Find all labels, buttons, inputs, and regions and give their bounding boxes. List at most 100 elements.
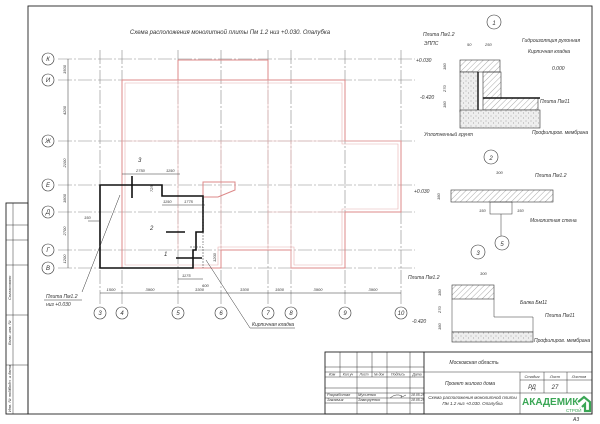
stamp-header: № док — [374, 373, 385, 377]
stamp-sheet: 27 — [551, 385, 559, 391]
logo-subtext: СТРОЙ — [566, 406, 582, 413]
column-axis-marker — [338, 306, 352, 320]
column-axis-label: 7 — [266, 311, 270, 317]
label-wall: Монолитная стена — [530, 218, 577, 224]
column-axis-label: 6 — [219, 311, 223, 317]
dim-270: 270 — [437, 306, 442, 314]
dim-600: 600 — [202, 283, 209, 288]
level-bottom: -0.420 — [420, 95, 434, 101]
label-beam: Балка Бм11 — [520, 300, 547, 306]
stamp-sheets-label: Листов — [571, 374, 587, 379]
side-inv-orig: Инв. № подл. — [7, 387, 12, 412]
stamp-header: Лист — [358, 373, 368, 377]
row-axis-marker — [41, 205, 55, 219]
detail-number: 1 — [492, 21, 495, 27]
dim-180: 180 — [442, 63, 447, 70]
detail-3: 3 300 Плита Пм1.2 180 270 180 Балка Бм11… — [408, 244, 590, 344]
row-axis-label: И — [46, 78, 51, 84]
row-dimension: 1200 — [62, 254, 67, 264]
stamp-sheet-title: Схема расположения монолитной плиты Пм 1… — [428, 395, 517, 406]
stamp-role: Заказчик — [327, 397, 345, 402]
row-axis-marker — [41, 134, 55, 148]
dim-2750: 2750 — [135, 168, 146, 173]
dim-150: 150 — [84, 215, 91, 220]
column-axis-marker — [214, 306, 228, 320]
drawing-title: Схема расположения монолитной плиты Пм 1… — [130, 29, 331, 36]
column-dimension: 3900 — [369, 287, 379, 292]
row-axis-marker — [41, 178, 55, 192]
stamp-header: Дата — [411, 373, 421, 377]
column-dimension: 1500 — [275, 287, 285, 292]
stamp-date: 18.05.25 — [411, 393, 425, 397]
detail-number: 2 — [488, 156, 493, 162]
callout-brick: Кирпичная кладка — [252, 322, 294, 328]
column-axis-marker — [171, 306, 185, 320]
column-axis-label: 9 — [343, 311, 347, 317]
dim-180: 180 — [437, 289, 442, 296]
level-0: 0.000 — [552, 66, 565, 72]
column-axis-label: 4 — [120, 311, 124, 317]
row-dimension: 1500 — [62, 64, 67, 74]
row-axis-label: Г — [46, 248, 50, 254]
dim-1150: 1150 — [163, 199, 172, 204]
dim-725: 725 — [149, 185, 154, 192]
row-dimension: 2700 — [62, 226, 67, 237]
dim-250: 250 — [484, 42, 492, 47]
side-sign-date: Подп. и дата — [7, 364, 12, 390]
column-axis-label: 10 — [398, 311, 405, 317]
detail-number-circle — [486, 14, 502, 30]
label-brick: Кирпичная кладка — [528, 49, 570, 55]
section-mark-1: 1 — [164, 252, 167, 258]
dim-300: 300 — [496, 170, 503, 175]
stamp-header: Подпись — [391, 373, 405, 377]
column-axis-marker — [261, 306, 275, 320]
label-waterproof: Гидроизоляция рулонная — [522, 38, 580, 44]
label-eps: ЭППС — [424, 41, 439, 47]
building-outline — [121, 59, 402, 269]
row-axis-label: Е — [46, 183, 51, 189]
column-dimension: 3900 — [146, 287, 156, 292]
row-axis-label: Ж — [44, 139, 51, 145]
stamp-project: Проект жилого дома — [445, 381, 495, 387]
callout-slab-level: низ +0.030 — [46, 302, 71, 308]
detail-2: 2 300 Плита Пм1.2 +0.030 180 150 150 Мон… — [414, 149, 577, 251]
column-dimension: 3300 — [195, 287, 205, 292]
row-axis-marker — [41, 261, 55, 275]
stamp-header: Кол.уч — [343, 373, 354, 377]
axis-label: 5 — [500, 242, 504, 248]
dim-150: 150 — [517, 208, 524, 213]
label-slab12: Плита Пм1.2 — [535, 173, 567, 179]
level: +0.030 — [414, 189, 430, 195]
level-top: +0.030 — [416, 58, 432, 64]
dim-180: 180 — [437, 323, 442, 330]
label-slab12: Плита Пм1.2 — [423, 32, 455, 38]
stamp-region: Московская область — [449, 360, 499, 366]
dim-270: 270 — [442, 85, 447, 93]
column-axis-marker — [284, 306, 298, 320]
slab-outline — [99, 184, 204, 269]
dim-180: 180 — [442, 101, 447, 108]
dim-300: 300 — [480, 271, 487, 276]
sheet-frame — [5, 5, 593, 415]
row-axis-label: Д — [45, 210, 51, 216]
callout-slab: Плита Пм1.2 — [46, 294, 78, 300]
section-mark-3: 3 — [138, 158, 142, 164]
row-dimension: 2100 — [62, 158, 67, 169]
dim-1775: 1775 — [184, 199, 194, 204]
label-membrane: Профилиров. мембрана — [532, 130, 588, 136]
column-dimension: 3300 — [240, 287, 250, 292]
stamp-name: Заморуенко — [358, 397, 381, 402]
side-inv-replace: Взам. инв. № — [7, 320, 12, 345]
column-axis-marker — [93, 306, 107, 320]
column-axis-label: 8 — [289, 311, 293, 317]
stamp-role: Разработал — [327, 392, 351, 397]
row-dimension: 1800 — [62, 193, 67, 203]
logo-icon — [577, 395, 592, 413]
dim-50: 50 — [467, 42, 472, 47]
column-axis-marker — [394, 306, 408, 320]
label-membrane: Профилиров. мембрана — [534, 338, 590, 344]
